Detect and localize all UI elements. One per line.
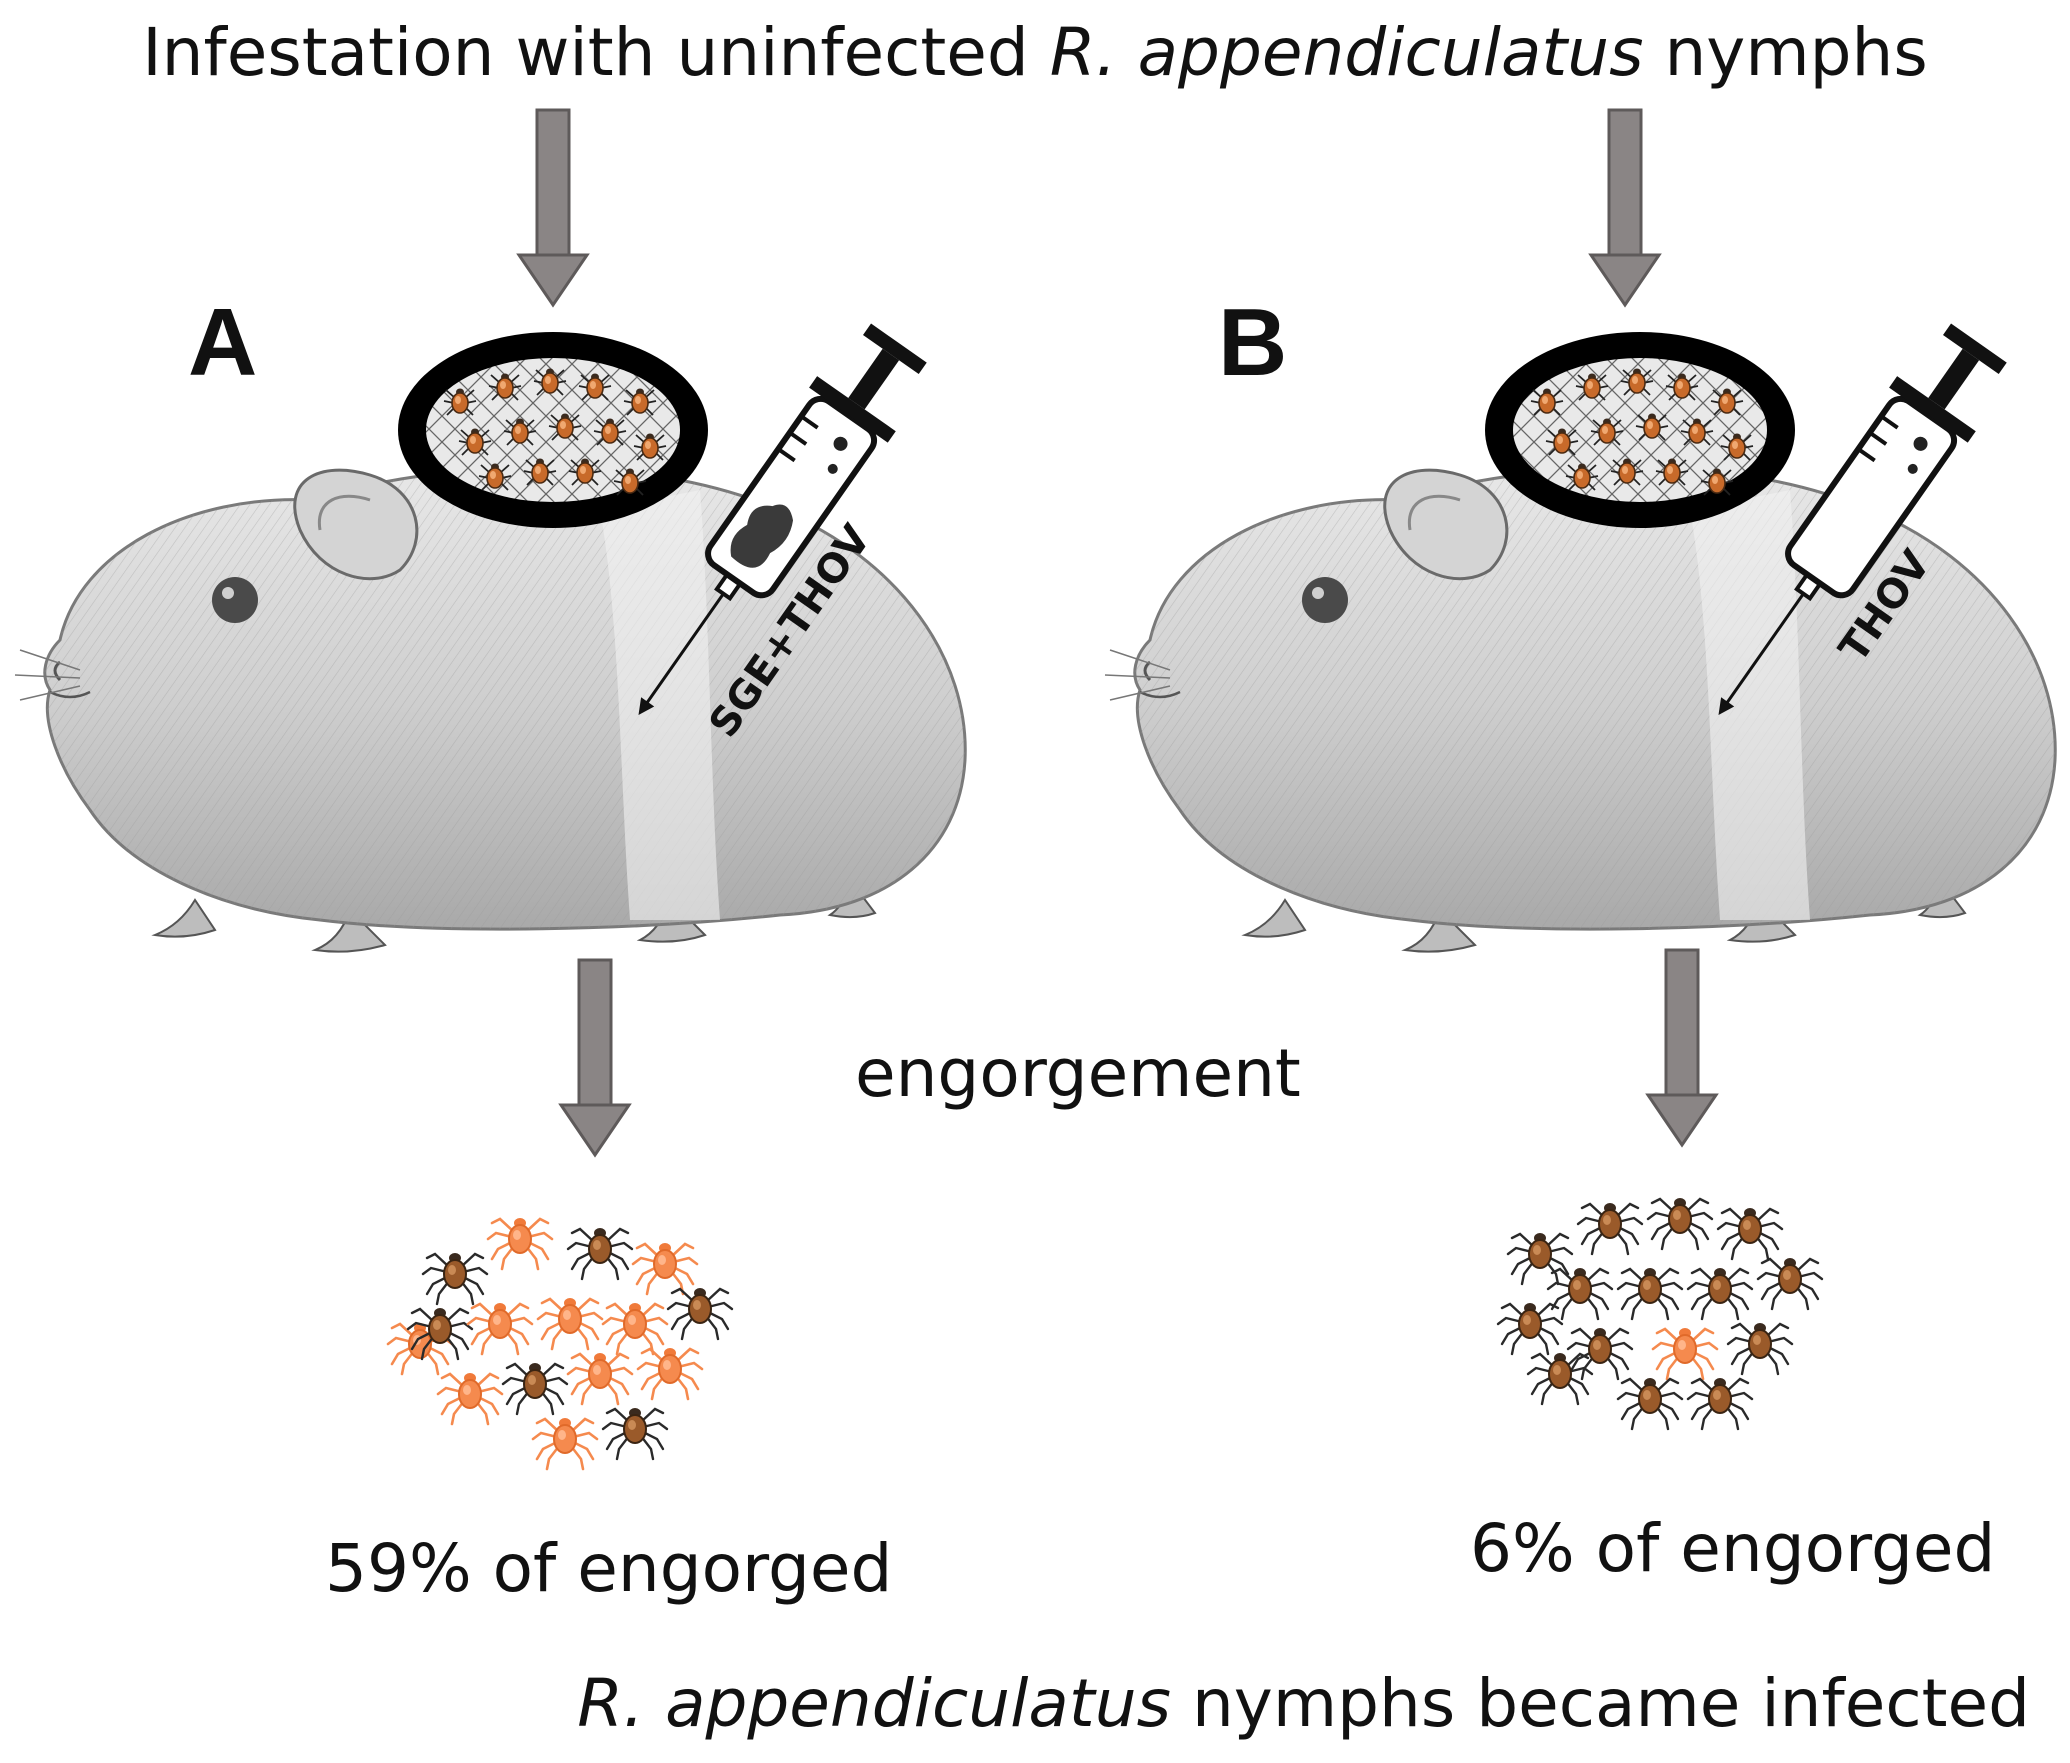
- result-a: 59% of engorged: [325, 1530, 893, 1607]
- arrow-top-a: [517, 108, 589, 307]
- top-caption-species: R. appendiculatus: [1049, 14, 1644, 91]
- tick-cluster-a: [386, 1216, 734, 1471]
- bottom-caption-species: R. appendiculatus: [577, 1665, 1171, 1742]
- guinea-pig-b: [1103, 466, 2057, 954]
- panel-b: [1103, 108, 2057, 954]
- arrow-top-b: [1589, 108, 1661, 307]
- guinea-pig-a: [13, 466, 967, 954]
- tick-capsule-b: [1485, 332, 1795, 528]
- top-caption-post: nymphs: [1643, 14, 1928, 91]
- panel-label-a: A: [188, 289, 258, 396]
- syringe-b: [1718, 323, 2007, 715]
- result-b: 6% of engorged: [1470, 1510, 1996, 1587]
- bottom-caption-post: nymphs became infected: [1170, 1665, 2030, 1742]
- panel-a: [13, 108, 967, 954]
- syringe-a: [638, 323, 927, 715]
- bottom-caption: R. appendiculatus nymphs became infected: [0, 1665, 2030, 1742]
- top-caption-pre: Infestation with uninfected: [142, 14, 1050, 91]
- tick-cluster-b: [1496, 1196, 1824, 1431]
- engorgement-label: engorgement: [855, 1035, 1301, 1112]
- top-caption: Infestation with uninfected R. appendicu…: [0, 14, 2070, 91]
- tick-capsule-a: [398, 332, 708, 528]
- arrow-bottom-a: [559, 958, 631, 1157]
- arrow-bottom-b: [1646, 948, 1718, 1147]
- panel-label-b: B: [1218, 289, 1288, 396]
